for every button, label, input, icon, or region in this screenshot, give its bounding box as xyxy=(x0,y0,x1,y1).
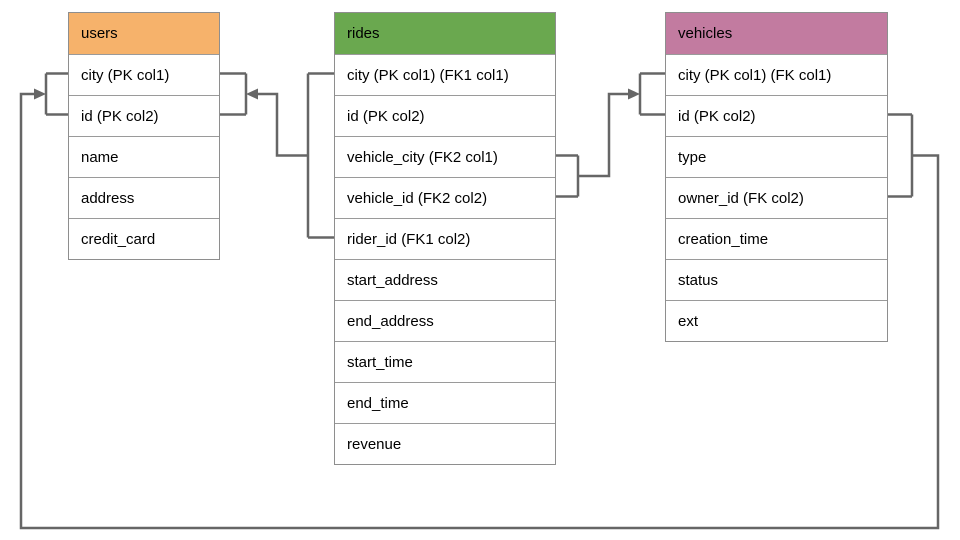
table-row[interactable]: city (PK col1) (FK1 col1) xyxy=(335,54,555,95)
table-rides-title: rides xyxy=(347,25,380,42)
table-row[interactable]: start_time xyxy=(335,341,555,382)
table-row[interactable]: vehicle_city (FK2 col1) xyxy=(335,136,555,177)
table-row[interactable]: type xyxy=(666,136,887,177)
table-vehicles-header[interactable]: vehicles xyxy=(666,13,887,54)
table-row[interactable]: city (PK col1) xyxy=(69,54,219,95)
table-row[interactable]: rider_id (FK1 col2) xyxy=(335,218,555,259)
table-users-header[interactable]: users xyxy=(69,13,219,54)
fk-rides-users-arrowhead-icon xyxy=(246,88,258,100)
table-row[interactable]: id (PK col2) xyxy=(335,95,555,136)
table-row[interactable]: id (PK col2) xyxy=(69,95,219,136)
table-rides[interactable]: rides city (PK col1) (FK1 col1)id (PK co… xyxy=(334,12,556,465)
table-row[interactable]: status xyxy=(666,259,887,300)
table-row[interactable]: ext xyxy=(666,300,887,341)
relationship-fk-rides-users xyxy=(220,72,334,239)
table-vehicles-title: vehicles xyxy=(678,25,733,42)
table-row[interactable]: city (PK col1) (FK col1) xyxy=(666,54,887,95)
fk-vehicles-users-arrowhead-icon xyxy=(34,88,46,100)
relationship-fk-rides-vehicles xyxy=(556,72,665,198)
table-row[interactable]: name xyxy=(69,136,219,177)
table-row[interactable]: owner_id (FK col2) xyxy=(666,177,887,218)
table-vehicles-rows: city (PK col1) (FK col1)id (PK col2)type… xyxy=(666,54,887,341)
table-rides-header[interactable]: rides xyxy=(335,13,555,54)
table-row[interactable]: end_address xyxy=(335,300,555,341)
table-row[interactable]: end_time xyxy=(335,382,555,423)
table-users-title: users xyxy=(81,25,118,42)
table-rides-rows: city (PK col1) (FK1 col1)id (PK col2)veh… xyxy=(335,54,555,464)
table-row[interactable]: address xyxy=(69,177,219,218)
table-row[interactable]: id (PK col2) xyxy=(666,95,887,136)
table-vehicles[interactable]: vehicles city (PK col1) (FK col1)id (PK … xyxy=(665,12,888,342)
table-row[interactable]: vehicle_id (FK2 col2) xyxy=(335,177,555,218)
table-row[interactable]: creation_time xyxy=(666,218,887,259)
table-row[interactable]: start_address xyxy=(335,259,555,300)
table-row[interactable]: credit_card xyxy=(69,218,219,259)
table-row[interactable]: revenue xyxy=(335,423,555,464)
fk-rides-vehicles-arrowhead-icon xyxy=(628,88,640,100)
